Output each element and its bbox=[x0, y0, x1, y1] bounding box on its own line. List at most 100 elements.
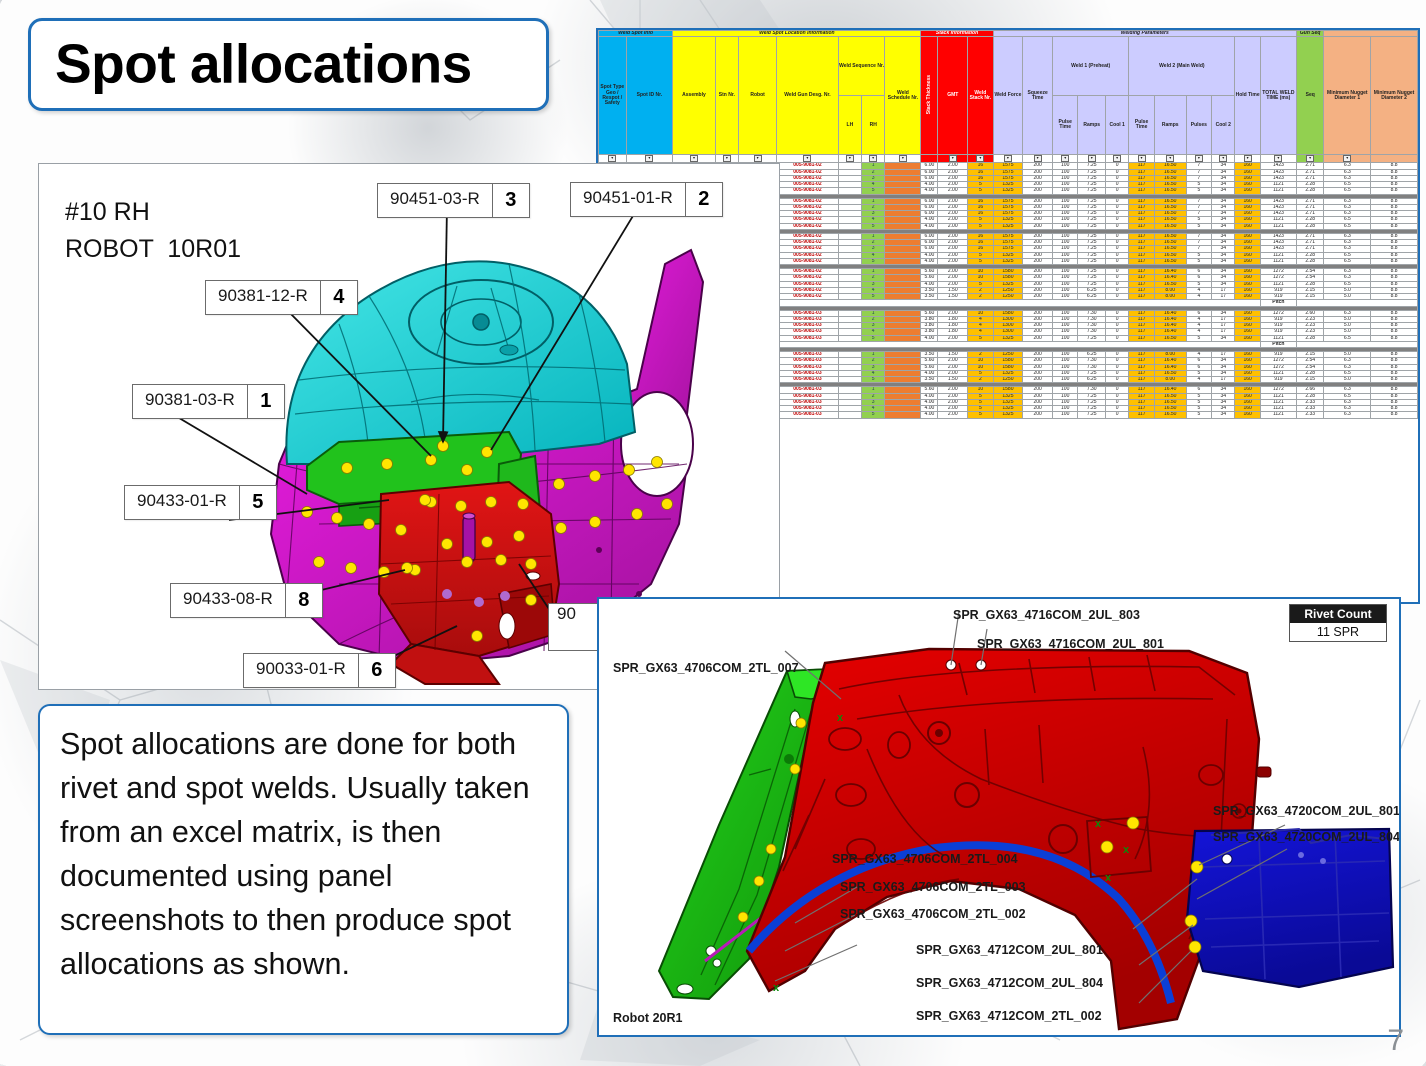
filter-dropdown-icon[interactable]: ▾ bbox=[1243, 155, 1252, 162]
filter-cell[interactable]: ▾ bbox=[598, 154, 627, 164]
table-row[interactable]: 90428-08-R1010R06005-9081-0335.602.00101… bbox=[598, 363, 1418, 371]
col-pulse-time-1: Pulse Time bbox=[1051, 95, 1079, 156]
col-ramps-2: Ramps bbox=[1153, 95, 1187, 156]
callout-90381-03-R[interactable]: 90381-03-R 1 bbox=[132, 384, 285, 419]
filter-cell[interactable] bbox=[1370, 154, 1418, 164]
spr-label-4706COM-2TL-003: SPR_GX63_4706COM_2TL_003 bbox=[840, 880, 1026, 894]
filter-cell[interactable]: ▾ bbox=[625, 154, 674, 164]
callout-90433-01-R[interactable]: 90433-01-R 5 bbox=[124, 485, 277, 520]
filter-dropdown-icon[interactable]: ▾ bbox=[803, 155, 812, 162]
cell-nugget2: 8.8 bbox=[1370, 280, 1418, 288]
filter-cell[interactable]: ▾ bbox=[776, 154, 839, 164]
spr-label-4720COM-2UL-801: SPR_GX63_4720COM_2UL_801 bbox=[1213, 804, 1400, 818]
cell-weld-schedule bbox=[884, 404, 922, 413]
filter-cell[interactable]: ▾ bbox=[1051, 154, 1079, 164]
filter-dropdown-icon[interactable]: ▾ bbox=[753, 155, 762, 162]
callout-90381-12-R[interactable]: 90381-12-R 4 bbox=[205, 280, 358, 315]
cell-total: 919 bbox=[1259, 315, 1297, 324]
cell-weld-stack-nr: 16 bbox=[967, 238, 994, 247]
pitch-label: Pitch bbox=[1259, 340, 1297, 349]
callout-90451-01-R[interactable]: 90451-01-R 2 bbox=[570, 182, 723, 217]
col-pulses: Pulses bbox=[1185, 95, 1213, 156]
filter-dropdown-icon[interactable]: ▾ bbox=[869, 155, 878, 162]
cell-pulse1: 100 bbox=[1051, 309, 1079, 317]
filter-dropdown-icon[interactable]: ▾ bbox=[1194, 155, 1203, 162]
cell-rh: 5 bbox=[861, 292, 886, 301]
cell-pulse2: 117 bbox=[1128, 180, 1155, 189]
filter-dropdown-icon[interactable]: ▾ bbox=[1003, 155, 1012, 162]
filter-dropdown-icon[interactable]: ▾ bbox=[1087, 155, 1096, 162]
spot-weld-panel-screenshot[interactable]: #10 RH ROBOT 10R01 bbox=[38, 163, 780, 690]
filter-dropdown-icon[interactable]: ▾ bbox=[948, 155, 957, 162]
filter-dropdown-icon[interactable]: ▾ bbox=[976, 155, 985, 162]
callout-occluded-partial[interactable]: 90 bbox=[548, 603, 605, 651]
filter-dropdown-icon[interactable]: ▾ bbox=[898, 155, 907, 162]
cell-nugget2: 8.8 bbox=[1370, 357, 1418, 365]
filter-dropdown-icon[interactable]: ▾ bbox=[1061, 155, 1070, 162]
filter-dropdown-icon[interactable]: ▾ bbox=[1219, 155, 1228, 162]
cell-weld-schedule bbox=[884, 187, 922, 195]
cell-rh: 2 bbox=[861, 168, 886, 176]
filter-cell[interactable]: ▾ bbox=[967, 154, 994, 164]
filter-cell[interactable]: ▾ bbox=[937, 154, 969, 164]
filter-cell[interactable]: ▾ bbox=[1128, 154, 1155, 164]
cell-pulse2: 117 bbox=[1128, 222, 1155, 230]
filter-cell[interactable]: ▾ bbox=[884, 154, 922, 164]
filter-dropdown-icon[interactable]: ▾ bbox=[689, 155, 698, 162]
table-row[interactable]: 90396-11-R1010R06005-9081-0313.501.50212… bbox=[598, 350, 1418, 359]
filter-cell[interactable]: ▾ bbox=[1022, 154, 1053, 164]
filter-cell[interactable] bbox=[920, 154, 939, 164]
filter-dropdown-icon[interactable]: ▾ bbox=[1137, 155, 1146, 162]
filter-dropdown-icon[interactable]: ▾ bbox=[722, 155, 731, 162]
filter-dropdown-icon[interactable]: ▾ bbox=[1113, 155, 1122, 162]
cell-pulse2: 117 bbox=[1128, 245, 1155, 253]
matrix-autofilter-row[interactable]: ▾ ▾ ▾ ▾ ▾ ▾ ▾ ▾ ▾ ▾ ▾ ▾ ▾ ▾ ▾ ▾ ▾ ▾ ▾ ▾ bbox=[598, 154, 1418, 164]
cell-stack-thickness: 4.00 bbox=[920, 216, 939, 224]
filter-dropdown-icon[interactable]: ▾ bbox=[1033, 155, 1042, 162]
cell-pulse2: 117 bbox=[1128, 209, 1155, 218]
cell-rh: 5 bbox=[861, 334, 886, 342]
filter-dropdown-icon[interactable]: ▾ bbox=[1343, 155, 1352, 162]
cell-stack-thickness: 6.00 bbox=[920, 209, 939, 218]
filter-cell[interactable]: ▾ bbox=[1234, 154, 1261, 164]
filter-dropdown-icon[interactable]: ▾ bbox=[645, 155, 654, 162]
cell-nugget2: 8.8 bbox=[1370, 197, 1418, 205]
filter-cell[interactable]: ▾ bbox=[672, 154, 716, 164]
table-row[interactable]: 90396-05-R1010R03005-9081-0216.002.00161… bbox=[598, 232, 1418, 241]
matrix-pitch-marker-row: Pitch bbox=[598, 340, 1418, 349]
col-rh: RH bbox=[861, 95, 886, 156]
filter-cell[interactable]: ▾ bbox=[1153, 154, 1187, 164]
filter-cell[interactable]: ▾ bbox=[1295, 154, 1325, 164]
cell-total: 919 bbox=[1259, 350, 1297, 359]
filter-cell[interactable]: ▾ bbox=[1185, 154, 1213, 164]
filter-dropdown-icon[interactable]: ▾ bbox=[1274, 155, 1283, 162]
filter-cell[interactable]: ▾ bbox=[992, 154, 1024, 164]
col-gun-seq: Seq bbox=[1295, 36, 1325, 156]
filter-cell[interactable]: ▾ bbox=[861, 154, 886, 164]
filter-cell[interactable]: ▾ bbox=[1105, 154, 1130, 164]
cell-total: 1121 bbox=[1259, 251, 1297, 259]
callout-90451-03-R[interactable]: 90451-03-R 3 bbox=[377, 183, 530, 218]
filter-dropdown-icon[interactable]: ▾ bbox=[1306, 155, 1315, 162]
callout-90433-08-R[interactable]: 90433-08-R 8 bbox=[170, 583, 323, 618]
cell-total: 919 bbox=[1259, 375, 1297, 384]
filter-cell[interactable]: ▾ bbox=[737, 154, 778, 164]
cell-pulse1: 100 bbox=[1051, 357, 1079, 365]
filter-cell[interactable]: ▾ bbox=[1211, 154, 1236, 164]
filter-cell[interactable]: ▾ bbox=[1077, 154, 1107, 164]
callout-90033-01-R[interactable]: 90033-01-R 6 bbox=[243, 653, 396, 688]
filter-cell[interactable]: ▾ bbox=[1323, 154, 1372, 164]
cell-weld-stack-nr: 2 bbox=[967, 292, 994, 301]
filter-dropdown-icon[interactable]: ▾ bbox=[608, 155, 617, 162]
cell-hold: 160 bbox=[1234, 232, 1261, 241]
filter-cell[interactable]: ▾ bbox=[714, 154, 740, 164]
filter-dropdown-icon[interactable]: ▾ bbox=[845, 155, 854, 162]
cell-rh: 3 bbox=[861, 280, 886, 288]
cell-pulses: 7 bbox=[1185, 245, 1213, 253]
filter-dropdown-icon[interactable]: ▾ bbox=[1166, 155, 1175, 162]
filter-cell[interactable]: ▾ bbox=[1259, 154, 1297, 164]
filter-cell[interactable]: ▾ bbox=[837, 154, 863, 164]
cell-rh: 3 bbox=[861, 363, 886, 371]
table-row[interactable]: 90003-03-R1010R01005-9081-0236.002.00161… bbox=[598, 174, 1418, 183]
